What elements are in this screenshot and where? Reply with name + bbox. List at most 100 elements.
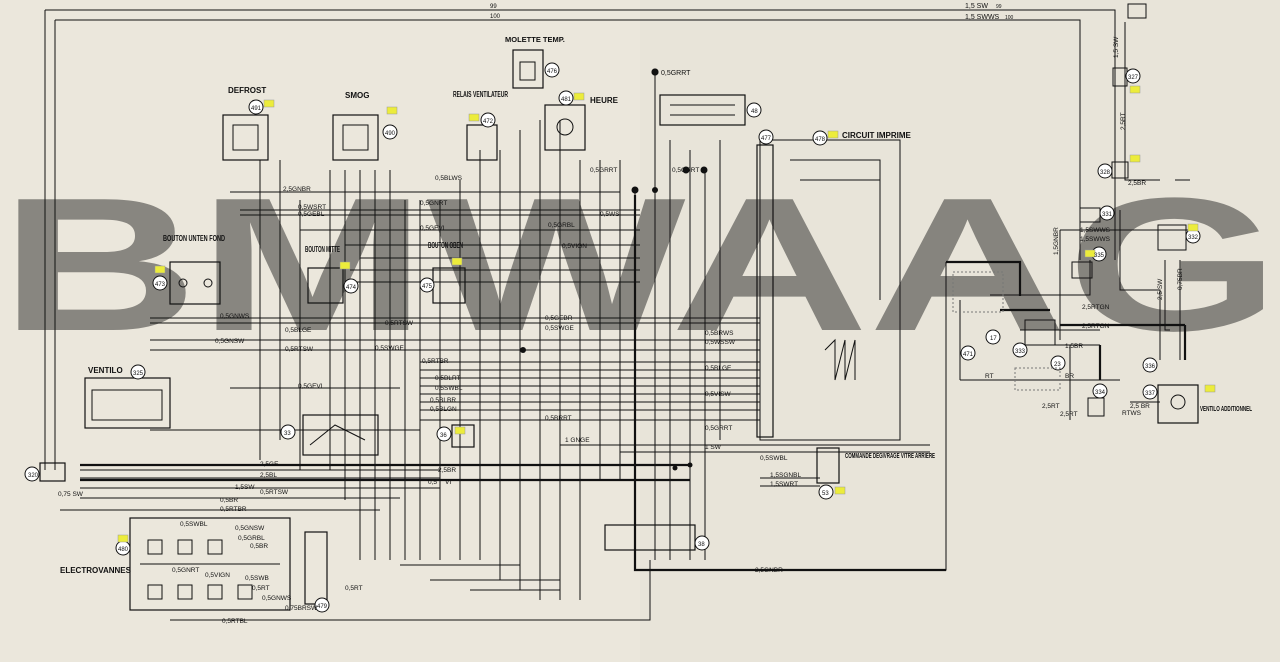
heure-title: HEURE	[590, 96, 619, 105]
c327-num: 327	[1128, 75, 1139, 81]
wire-label: 0,5BLGE	[705, 365, 732, 372]
wire-label: 0,5GNWS	[262, 595, 292, 602]
wire-label: 1,5SGNBL	[770, 472, 801, 479]
wire-label: 2,5RT	[1042, 403, 1060, 410]
wire-label: 1,5SWWS	[1080, 236, 1111, 243]
note-icon[interactable]	[339, 261, 351, 270]
note-icon[interactable]	[1187, 223, 1199, 232]
note-icon[interactable]	[154, 265, 166, 274]
wire-label: 0,5RTBR	[422, 358, 449, 365]
note-icon[interactable]	[827, 130, 839, 139]
wire-label: 1,5SW	[235, 484, 255, 491]
note-icon[interactable]	[468, 113, 480, 122]
right-components: 327 328 331 332 335 333 23 334 336 471 1…	[952, 3, 1201, 417]
c328-num: 328	[1100, 170, 1111, 176]
wire-label: 0,5GRRT	[590, 167, 617, 174]
wire-99-label: 1,5 SW	[965, 3, 988, 10]
wire-label: 0,5BLRT	[435, 375, 461, 382]
ventilo-title: VENTILO	[88, 366, 123, 375]
wire-label: 0,5WSRT	[298, 204, 326, 211]
bouton-unten-num: 473	[155, 282, 166, 288]
c33-num: 33	[284, 431, 291, 437]
wire-label: 0,5GEVI	[420, 225, 445, 232]
bouton-oben-title: BOUTON OBEN	[428, 241, 463, 250]
wire-network	[44, 9, 1190, 621]
wire-100-num: 100	[490, 14, 501, 20]
connector-479: 479	[304, 531, 330, 613]
wire-label: 0,5	[428, 479, 437, 486]
wire-label: 0,5GNWS	[220, 313, 250, 320]
wire-label: 0,5BR	[220, 497, 238, 504]
wire-label: VI	[445, 479, 451, 486]
wire-label: 0,5BLBR	[430, 397, 456, 404]
note-icon[interactable]	[117, 534, 129, 543]
note-icon[interactable]	[451, 257, 463, 266]
c332-num: 332	[1188, 235, 1199, 241]
wire-label: BR	[1065, 373, 1074, 380]
wire-label: 1,5SWRT	[770, 481, 798, 488]
connector-320: 320	[24, 462, 66, 482]
note-icon[interactable]	[1129, 85, 1141, 94]
note-icon[interactable]	[386, 106, 398, 115]
wire-100-num2: 100	[1005, 15, 1014, 21]
wire-label: 0,5BLGE	[285, 327, 312, 334]
relais-num: 472	[483, 119, 494, 125]
wire-label: 0,5SWBL	[435, 385, 463, 392]
wire-label: 0,5GRBL	[238, 535, 265, 542]
bouton-mitte: BOUTON MITTE 474	[305, 245, 359, 304]
junction-dots	[520, 68, 708, 471]
wire-label: 0,5SWBL	[180, 521, 208, 528]
top-bus-labels: 99 1,5 SW 99 100 1,5 SWWS 100	[490, 3, 1014, 21]
ventilo-additionnel: 337 VENTILO ADDITIONNEL	[1142, 384, 1252, 424]
defrost-title: DEFROST	[228, 86, 266, 95]
wire-label: 0,5RT	[345, 585, 363, 592]
circuit-title: CIRCUIT IMPRIME	[842, 131, 912, 140]
wire-label: 0,5SWB	[245, 575, 269, 582]
commande-title: COMMANDE DEGIVRAGE VITRE ARRIERE	[845, 451, 935, 460]
wire-label: 0,5GNSW	[215, 338, 245, 345]
wire-label: 2,5GNBR	[283, 186, 311, 193]
wire-label: 2,5 BR	[1130, 403, 1150, 410]
wire-label: 0,5GNRT	[172, 567, 199, 574]
note-icon[interactable]	[1129, 154, 1141, 163]
wire-label: 0,5VISW	[705, 391, 732, 398]
note-icon[interactable]	[573, 92, 585, 101]
relais-ventilateur: RELAIS VENTILATEUR 472	[453, 90, 508, 161]
wire-label: 2,5RT	[1120, 112, 1127, 130]
wire-label: 0,75 SW	[58, 491, 84, 498]
note-icon[interactable]	[263, 99, 275, 108]
component-33: 33	[280, 414, 379, 456]
molette-temp: MOLETTE TEMP. 476	[505, 35, 565, 89]
wire-label: 0,5BR	[250, 543, 268, 550]
c471-num: 471	[963, 352, 974, 358]
wire-label: 0,5VIGN	[562, 243, 587, 250]
electrovannes-title: ELECTROVANNES	[60, 566, 132, 575]
c335-num: 335	[1094, 253, 1105, 259]
smog-num: 490	[385, 131, 396, 137]
heure-clock: HEURE 481	[544, 90, 619, 151]
wire-label: 0,5GEVI	[298, 383, 323, 390]
c23-num: 23	[1054, 362, 1061, 368]
wire-label: 0,5SWBL	[760, 455, 788, 462]
note-icon[interactable]	[454, 426, 466, 435]
wire-label: 0,5VIGN	[205, 572, 230, 579]
wire-label: 0,5GRBL	[548, 222, 575, 229]
wire-100-label: 1,5 SWWS	[965, 14, 1000, 21]
note-icon[interactable]	[1204, 384, 1216, 393]
wire-label: 0,5RTSW	[260, 489, 289, 496]
commande-degivrage: 53 COMMANDE DEGIVRAGE VITRE ARRIERE	[816, 447, 935, 500]
thick-wires	[80, 195, 1187, 572]
wire-label: 1,5SWWS	[1080, 227, 1111, 234]
note-icon[interactable]	[1084, 249, 1096, 258]
wire-99-num2: 99	[996, 4, 1002, 10]
right-wire-labels: 1,5 SW 2,5RT 2,5BR 1,5GNBR 1,5SWWS 1,5SW…	[985, 36, 1184, 418]
molette-num: 476	[547, 69, 558, 75]
c36-num: 36	[440, 433, 447, 439]
smog-title: SMOG	[345, 91, 369, 100]
note-icon[interactable]	[834, 486, 846, 495]
wire-label: 0,5GNRT	[420, 200, 447, 207]
smog-switch: SMOG 490	[332, 91, 398, 161]
wire-label: RT	[985, 373, 994, 380]
wire-label: 2,5BR	[1128, 180, 1146, 187]
component-36: 36	[436, 424, 475, 448]
